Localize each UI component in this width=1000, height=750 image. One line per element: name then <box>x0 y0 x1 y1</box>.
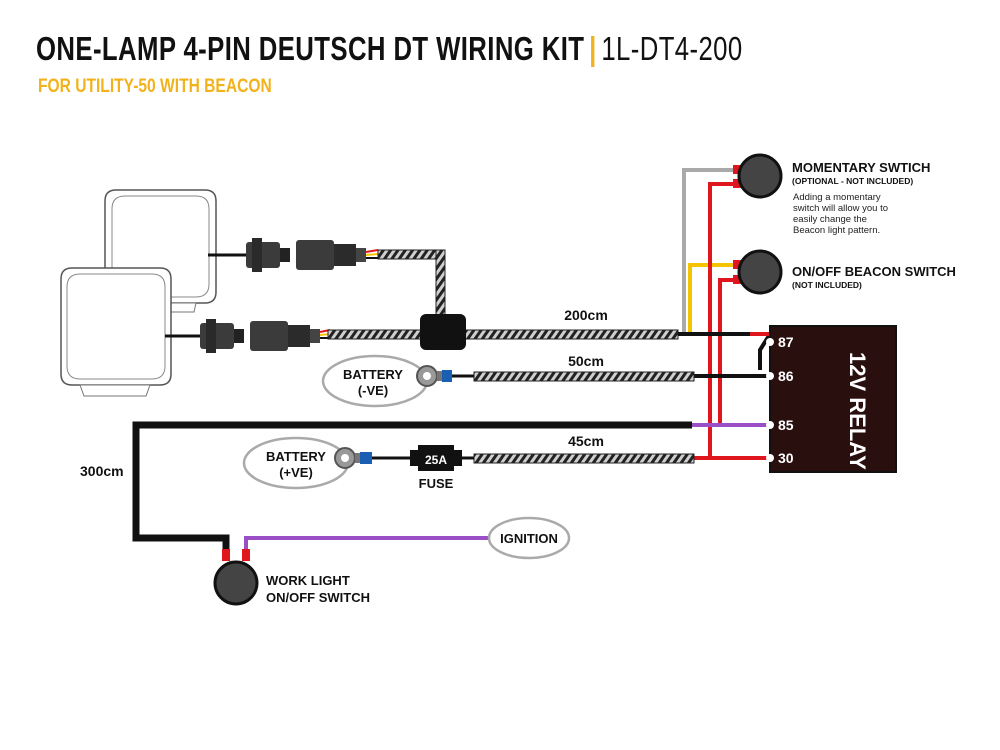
beacon-switch-icon <box>737 249 783 295</box>
cable-length-power: 45cm <box>568 433 604 449</box>
page-title: ONE-LAMP 4-PIN DEUTSCH DT WIRING KIT|1L-… <box>36 30 942 68</box>
momentary-switch-desc-3: easily change the <box>793 214 867 225</box>
deutsch-connector-icon <box>246 238 366 272</box>
battery-pos-sign: (+VE) <box>279 465 313 480</box>
title-main: ONE-LAMP 4-PIN DEUTSCH DT WIRING KIT <box>36 30 585 67</box>
ring-terminal-icon <box>334 447 372 469</box>
work-switch-label-1: WORK LIGHT <box>266 573 350 588</box>
work-switch-label-2: ON/OFF SWITCH <box>266 590 370 605</box>
deutsch-connector-icon <box>200 319 320 353</box>
cable-length-main: 200cm <box>564 307 608 323</box>
battery-neg-label: BATTERY <box>343 367 403 382</box>
relay-pin-86: 86 <box>778 368 794 384</box>
relay-pin-85: 85 <box>778 417 794 433</box>
title-separator: | <box>589 30 597 67</box>
battery-neg-sign: (-VE) <box>358 383 388 398</box>
ignition-label: IGNITION <box>500 531 558 546</box>
work-light-switch-icon <box>213 560 259 606</box>
page-subtitle: FOR UTILITY-50 WITH BEACON <box>38 76 272 97</box>
momentary-switch-desc-1: Adding a momentary <box>793 192 881 203</box>
fuse-icon <box>410 445 462 471</box>
fuse-label: FUSE <box>419 476 454 491</box>
cable-length-ground: 50cm <box>568 353 604 369</box>
fuse-rating: 25A <box>425 453 447 467</box>
ignition-bubble <box>487 516 571 560</box>
lamp-icon <box>60 267 172 397</box>
relay-pin-30: 30 <box>778 450 794 466</box>
relay-pin-87: 87 <box>778 334 794 350</box>
cable-length-switch: 300cm <box>80 463 124 479</box>
momentary-switch-title: MOMENTARY SWTICH <box>792 160 930 175</box>
beacon-switch-note: (NOT INCLUDED) <box>792 280 862 290</box>
relay-label: 12V RELAY <box>845 352 870 470</box>
momentary-switch-note: (OPTIONAL - NOT INCLUDED) <box>792 176 913 186</box>
momentary-switch-desc-4: Beacon light pattern. <box>793 225 880 236</box>
ring-terminal-icon <box>416 365 452 387</box>
battery-pos-label: BATTERY <box>266 449 326 464</box>
relay-icon <box>769 325 897 473</box>
beacon-switch-title: ON/OFF BEACON SWITCH <box>792 264 956 279</box>
kit-code: 1L-DT4-200 <box>601 30 743 67</box>
harness-splice-block <box>420 314 466 350</box>
momentary-switch-icon <box>737 153 783 199</box>
momentary-switch-desc-2: switch will allow you to <box>793 203 888 214</box>
